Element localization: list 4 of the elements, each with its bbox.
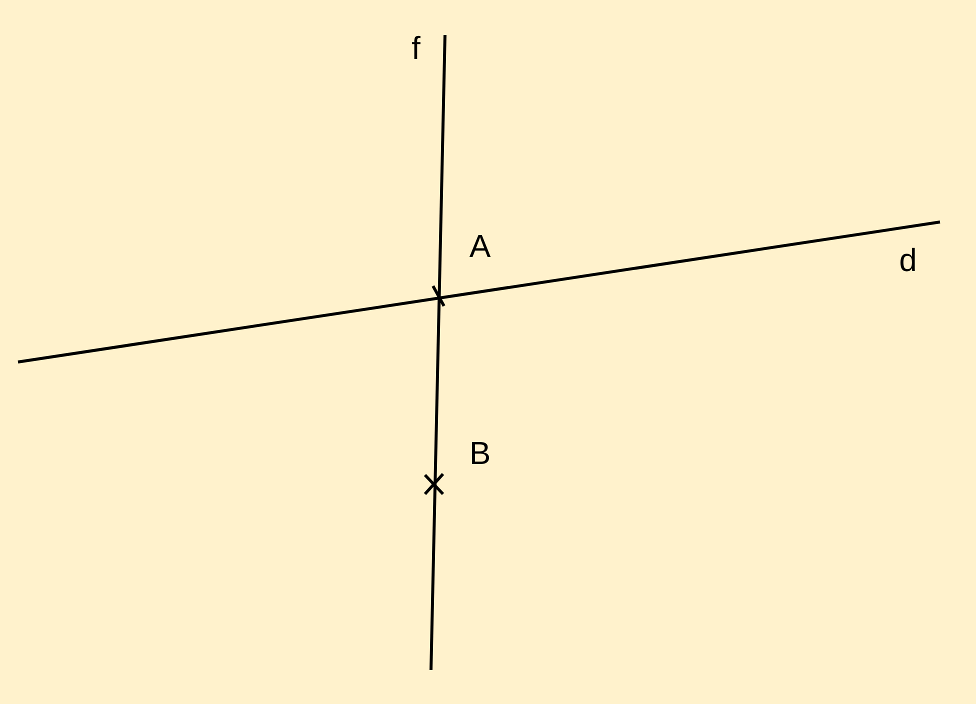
point-label: A [469, 230, 491, 262]
point-label: B [469, 437, 491, 469]
line-label: d [899, 244, 917, 276]
line-label: f [412, 32, 420, 64]
